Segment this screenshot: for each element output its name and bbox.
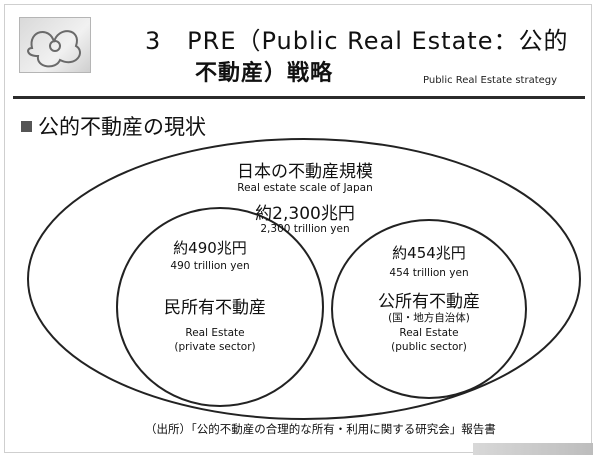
public-amount-jp: 約454兆円 bbox=[392, 244, 466, 262]
scale-diagram bbox=[27, 138, 581, 420]
public-label-sub: (国・地方自治体) bbox=[388, 312, 470, 324]
outer-ellipse bbox=[27, 138, 581, 420]
logo-icon bbox=[19, 17, 91, 73]
public-ellipse bbox=[331, 219, 527, 399]
outer-title-jp: 日本の不動産規模 bbox=[237, 162, 373, 182]
private-amount-en: 490 trillion yen bbox=[170, 260, 250, 272]
private-label-en1: Real Estate bbox=[185, 327, 245, 339]
public-amount-en: 454 trillion yen bbox=[389, 267, 469, 279]
section-heading-text: 公的不動産の現状 bbox=[38, 115, 206, 139]
slide-number: 3 bbox=[145, 27, 162, 55]
footer-mark bbox=[473, 443, 593, 455]
private-amount-jp: 約490兆円 bbox=[173, 239, 247, 257]
slide-subtitle: Public Real Estate strategy bbox=[423, 75, 558, 86]
outer-title-en: Real estate scale of Japan bbox=[237, 182, 373, 194]
public-label-jp: 公所有不動産 bbox=[378, 292, 480, 312]
source-note: （出所）「公的不動産の合理的な所有・利用に関する研究会」報告書 bbox=[145, 422, 496, 436]
private-ellipse bbox=[116, 207, 324, 407]
slide-title-line2: 不動産）戦略 bbox=[195, 61, 334, 86]
outer-amount-en: 2,300 trillion yen bbox=[260, 223, 350, 235]
private-label-jp: 民所有不動産 bbox=[164, 298, 266, 318]
public-label-en2: (public sector) bbox=[391, 341, 467, 353]
bullet-square-icon bbox=[21, 121, 32, 132]
private-label-en2: (private sector) bbox=[174, 341, 256, 353]
slide: 3 PRE（Public Real Estate：公的 不動産）戦略 Publi… bbox=[4, 4, 593, 455]
header-divider bbox=[13, 96, 585, 99]
slide-title-text: PRE（Public Real Estate：公的 bbox=[187, 27, 569, 55]
slide-header: 3 PRE（Public Real Estate：公的 不動産）戦略 Publi… bbox=[5, 5, 591, 95]
public-label-en1: Real Estate bbox=[399, 327, 459, 339]
section-heading: 公的不動産の現状 bbox=[21, 111, 206, 141]
outer-amount-jp: 約2,300兆円 bbox=[255, 204, 355, 224]
slide-title-line1: 3 PRE（Public Real Estate：公的 bbox=[145, 21, 568, 56]
